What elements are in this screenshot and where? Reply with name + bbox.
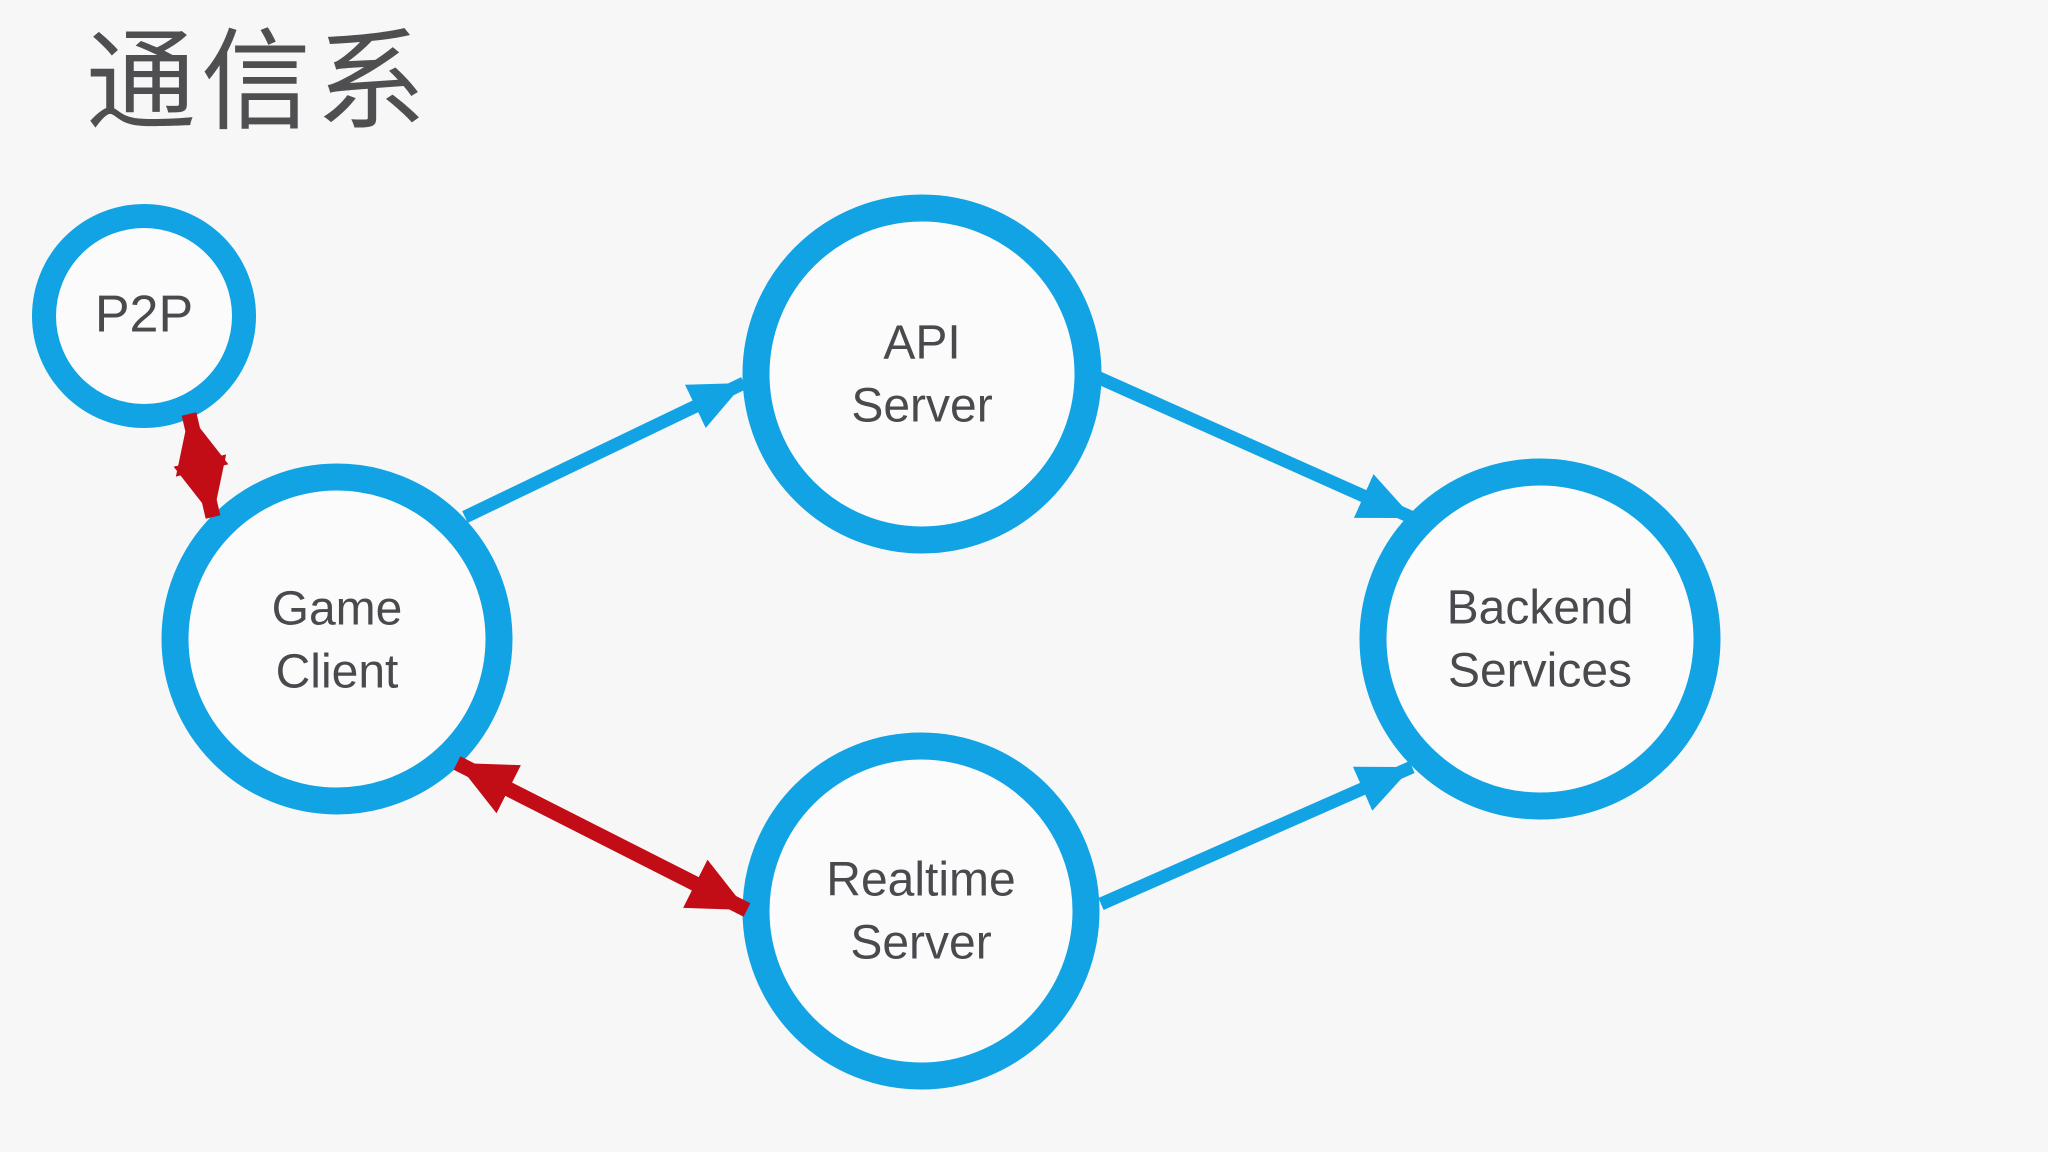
node-circle-game-client: [161, 463, 513, 815]
node-circle-api-server: [742, 194, 1102, 554]
node-circle-realtime-server: [742, 732, 1100, 1090]
arrow-game-client-realtime-server-bidirectional: [453, 756, 751, 917]
arrow-p2p-game-client-bidirectional: [173, 412, 229, 519]
arrow-realtime-server-to-backend-services: [1098, 761, 1415, 910]
node-circle-p2p: [32, 204, 256, 428]
arrow-api-server-to-backend-services: [1094, 371, 1416, 524]
arrow-game-client-to-api-server: [462, 377, 747, 523]
node-circle-backend-services: [1359, 458, 1721, 820]
slide-title: 通信系: [86, 21, 431, 144]
